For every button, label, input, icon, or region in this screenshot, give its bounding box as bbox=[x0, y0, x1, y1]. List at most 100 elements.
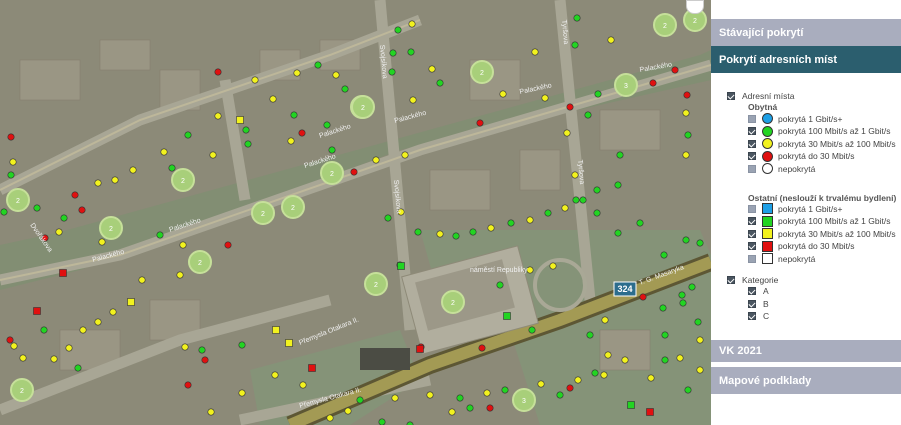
address-point-marker[interactable] bbox=[332, 71, 340, 79]
address-point-marker[interactable] bbox=[436, 79, 444, 87]
address-point-marker[interactable] bbox=[19, 354, 27, 362]
cluster-marker[interactable]: 2 bbox=[364, 272, 388, 296]
address-point-marker[interactable] bbox=[499, 90, 507, 98]
cluster-marker[interactable]: 2 bbox=[281, 195, 305, 219]
address-point-marker[interactable] bbox=[341, 85, 349, 93]
residential-item[interactable]: pokrytá 1 Gbit/s+ bbox=[748, 113, 843, 124]
address-point-marker[interactable] bbox=[214, 68, 222, 76]
address-point-marker[interactable] bbox=[456, 394, 464, 402]
address-point-marker[interactable] bbox=[198, 346, 206, 354]
other-item[interactable]: pokrytá 100 Mbit/s až 1 Gbit/s bbox=[748, 215, 890, 227]
address-point-marker[interactable] bbox=[591, 369, 599, 377]
address-point-marker[interactable] bbox=[614, 181, 622, 189]
other-item[interactable]: pokrytá 30 Mbit/s až 100 Mbit/s bbox=[748, 228, 896, 239]
address-point-marker[interactable] bbox=[696, 336, 704, 344]
address-point-marker[interactable] bbox=[168, 164, 176, 172]
address-point-marker[interactable] bbox=[428, 65, 436, 73]
address-point-marker[interactable] bbox=[661, 331, 669, 339]
cluster-marker[interactable]: 2 bbox=[188, 250, 212, 274]
address-point-marker[interactable] bbox=[78, 206, 86, 214]
address-point-marker[interactable] bbox=[627, 401, 635, 409]
address-point-marker[interactable] bbox=[496, 281, 504, 289]
checkbox[interactable] bbox=[748, 164, 756, 173]
cluster-marker[interactable]: 2 bbox=[10, 378, 34, 402]
address-point-marker[interactable] bbox=[478, 344, 486, 352]
address-point-marker[interactable] bbox=[528, 326, 536, 334]
address-point-marker[interactable] bbox=[616, 151, 624, 159]
address-point-marker[interactable] bbox=[33, 204, 41, 212]
checkbox[interactable] bbox=[727, 92, 735, 100]
address-point-marker[interactable] bbox=[308, 364, 316, 372]
address-point-marker[interactable] bbox=[9, 158, 17, 166]
address-point-marker[interactable] bbox=[594, 90, 602, 98]
address-point-marker[interactable] bbox=[531, 48, 539, 56]
address-point-marker[interactable] bbox=[679, 299, 687, 307]
other-item[interactable]: nepokrytá bbox=[748, 253, 815, 264]
checkbox[interactable] bbox=[748, 114, 756, 123]
address-point-marker[interactable] bbox=[649, 79, 657, 87]
address-point-marker[interactable] bbox=[397, 262, 405, 270]
category-item[interactable]: A bbox=[748, 286, 769, 296]
address-point-marker[interactable] bbox=[682, 109, 690, 117]
address-point-marker[interactable] bbox=[138, 276, 146, 284]
address-point-marker[interactable] bbox=[682, 236, 690, 244]
address-point-marker[interactable] bbox=[671, 66, 679, 74]
address-point-marker[interactable] bbox=[408, 20, 416, 28]
cluster-marker[interactable]: 2 bbox=[653, 13, 677, 37]
address-point-marker[interactable] bbox=[388, 68, 396, 76]
address-point-marker[interactable] bbox=[541, 94, 549, 102]
address-point-marker[interactable] bbox=[224, 241, 232, 249]
address-point-marker[interactable] bbox=[573, 14, 581, 22]
address-point-marker[interactable] bbox=[285, 339, 293, 347]
address-point-marker[interactable] bbox=[507, 219, 515, 227]
cluster-marker[interactable]: 2 bbox=[6, 188, 30, 212]
address-point-marker[interactable] bbox=[683, 91, 691, 99]
address-point-marker[interactable] bbox=[593, 186, 601, 194]
address-point-marker[interactable] bbox=[244, 140, 252, 148]
cluster-marker[interactable]: 2 bbox=[470, 60, 494, 84]
address-point-marker[interactable] bbox=[6, 336, 14, 344]
address-point-marker[interactable] bbox=[40, 326, 48, 334]
address-point-marker[interactable] bbox=[607, 36, 615, 44]
address-point-marker[interactable] bbox=[74, 364, 82, 372]
cluster-marker[interactable]: 2 bbox=[351, 95, 375, 119]
cluster-marker[interactable]: 3 bbox=[614, 73, 638, 97]
address-point-marker[interactable] bbox=[236, 116, 244, 124]
address-point-marker[interactable] bbox=[487, 224, 495, 232]
address-point-marker[interactable] bbox=[59, 269, 67, 277]
address-point-marker[interactable] bbox=[526, 216, 534, 224]
cluster-marker[interactable]: 3 bbox=[512, 388, 536, 412]
address-point-marker[interactable] bbox=[448, 408, 456, 416]
address-point-marker[interactable] bbox=[571, 41, 579, 49]
address-point-marker[interactable] bbox=[694, 318, 702, 326]
address-point-marker[interactable] bbox=[344, 407, 352, 415]
address-point-marker[interactable] bbox=[684, 131, 692, 139]
address-point-marker[interactable] bbox=[556, 391, 564, 399]
address-point-marker[interactable] bbox=[7, 171, 15, 179]
address-point-marker[interactable] bbox=[176, 271, 184, 279]
address-point-marker[interactable] bbox=[684, 386, 692, 394]
address-point-marker[interactable] bbox=[65, 344, 73, 352]
address-point-marker[interactable] bbox=[290, 111, 298, 119]
address-point-marker[interactable] bbox=[60, 214, 68, 222]
address-point-marker[interactable] bbox=[207, 408, 215, 416]
cluster-marker[interactable]: 2 bbox=[251, 201, 275, 225]
checkbox[interactable] bbox=[748, 254, 756, 263]
address-point-marker[interactable] bbox=[571, 171, 579, 179]
address-point-marker[interactable] bbox=[181, 343, 189, 351]
address-point-marker[interactable] bbox=[350, 168, 358, 176]
address-point-marker[interactable] bbox=[503, 312, 511, 320]
checkbox[interactable] bbox=[748, 204, 756, 213]
address-point-marker[interactable] bbox=[416, 345, 424, 353]
address-point-marker[interactable] bbox=[391, 394, 399, 402]
other-item[interactable]: pokrytá 1 Gbit/s+ bbox=[748, 203, 843, 214]
checkbox[interactable] bbox=[748, 299, 756, 308]
address-point-marker[interactable] bbox=[604, 351, 612, 359]
address-point-marker[interactable] bbox=[574, 376, 582, 384]
address-point-marker[interactable] bbox=[572, 196, 580, 204]
address-point-marker[interactable] bbox=[214, 112, 222, 120]
address-point-marker[interactable] bbox=[271, 371, 279, 379]
address-point-marker[interactable] bbox=[109, 308, 117, 316]
address-point-marker[interactable] bbox=[401, 151, 409, 159]
address-point-marker[interactable] bbox=[372, 156, 380, 164]
